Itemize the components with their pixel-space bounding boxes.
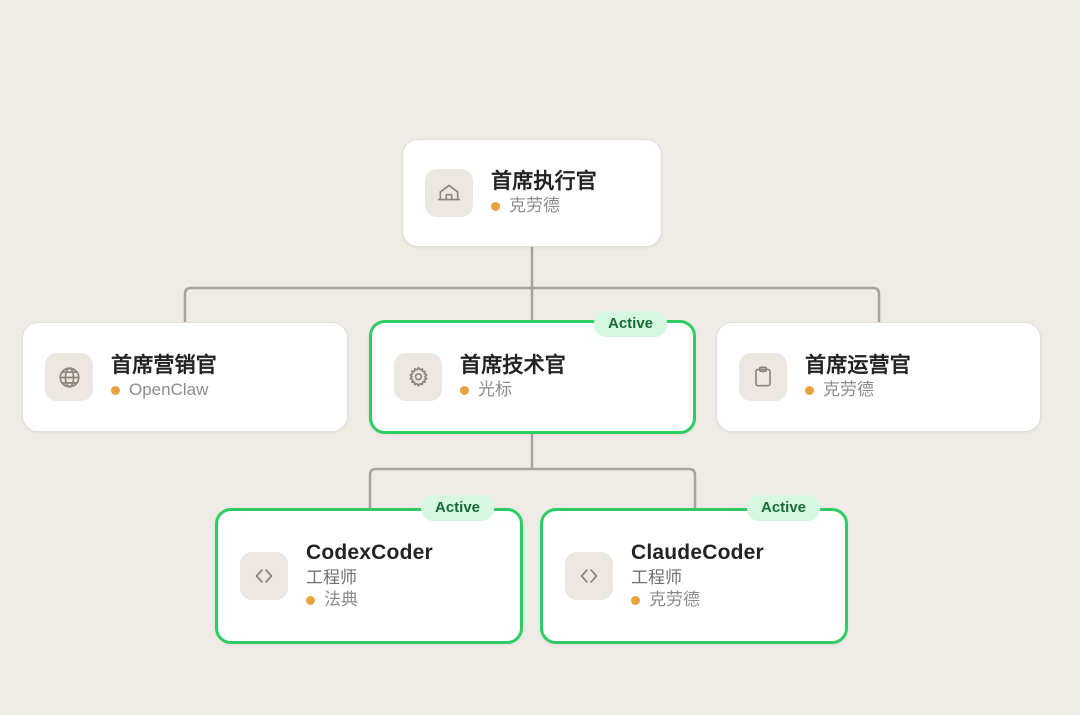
status-dot [805, 385, 814, 395]
clipboard-icon [739, 353, 787, 401]
node-model-label: 法典 [324, 589, 358, 609]
node-coo[interactable]: 首席运营官 克劳德 [716, 322, 1041, 432]
node-claude-text: ClaudeCoder 工程师 克劳德 [631, 540, 764, 611]
edge-cto-bus [368, 467, 697, 508]
node-codex-coder[interactable]: CodexCoder 工程师 法典 [215, 508, 523, 644]
node-codex-text: CodexCoder 工程师 法典 [306, 540, 433, 611]
status-dot [460, 385, 469, 395]
edge-ceo-bus [183, 286, 881, 322]
node-title: 首席技术官 [460, 353, 566, 377]
node-claude-coder[interactable]: ClaudeCoder 工程师 克劳德 [540, 508, 848, 644]
node-model-label: 克劳德 [649, 589, 700, 609]
node-model: 光标 [460, 379, 566, 402]
node-coo-text: 首席运营官 克劳德 [805, 353, 911, 402]
node-model-label: OpenClaw [129, 379, 209, 399]
globe-icon [45, 353, 93, 401]
node-title: 首席运营官 [805, 353, 911, 377]
node-role: 工程师 [631, 567, 682, 587]
node-cto-text: 首席技术官 光标 [460, 353, 566, 402]
node-model-label: 克劳德 [823, 379, 874, 399]
node-role: 工程师 [306, 567, 357, 587]
code-brackets-icon [565, 552, 613, 600]
node-ceo-text: 首席执行官 克劳德 [491, 169, 597, 218]
node-title: 首席营销官 [111, 353, 217, 377]
node-cmo-text: 首席营销官 OpenClaw [111, 353, 217, 402]
node-title: 首席执行官 [491, 169, 597, 193]
node-model: 克劳德 [631, 589, 764, 612]
node-title: ClaudeCoder [631, 541, 764, 565]
status-dot [491, 201, 500, 211]
node-model-label: 克劳德 [509, 195, 560, 215]
node-model-label: 光标 [478, 379, 512, 399]
node-model: 克劳德 [805, 379, 911, 402]
node-cto[interactable]: 首席技术官 光标 [369, 320, 696, 434]
status-badge-codex: Active [421, 495, 495, 521]
code-brackets-icon [240, 552, 288, 600]
node-model: OpenClaw [111, 379, 217, 402]
node-ceo[interactable]: 首席执行官 克劳德 [402, 139, 662, 247]
status-dot [306, 595, 315, 605]
home-icon [425, 169, 473, 217]
node-model: 法典 [306, 589, 433, 612]
node-title: CodexCoder [306, 541, 433, 565]
status-dot [631, 595, 640, 605]
status-badge-cto: Active [594, 311, 668, 337]
node-cmo[interactable]: 首席营销官 OpenClaw [22, 322, 348, 432]
status-dot [111, 385, 120, 395]
node-model: 克劳德 [491, 195, 597, 218]
gear-icon [394, 353, 442, 401]
status-badge-claude: Active [747, 495, 821, 521]
